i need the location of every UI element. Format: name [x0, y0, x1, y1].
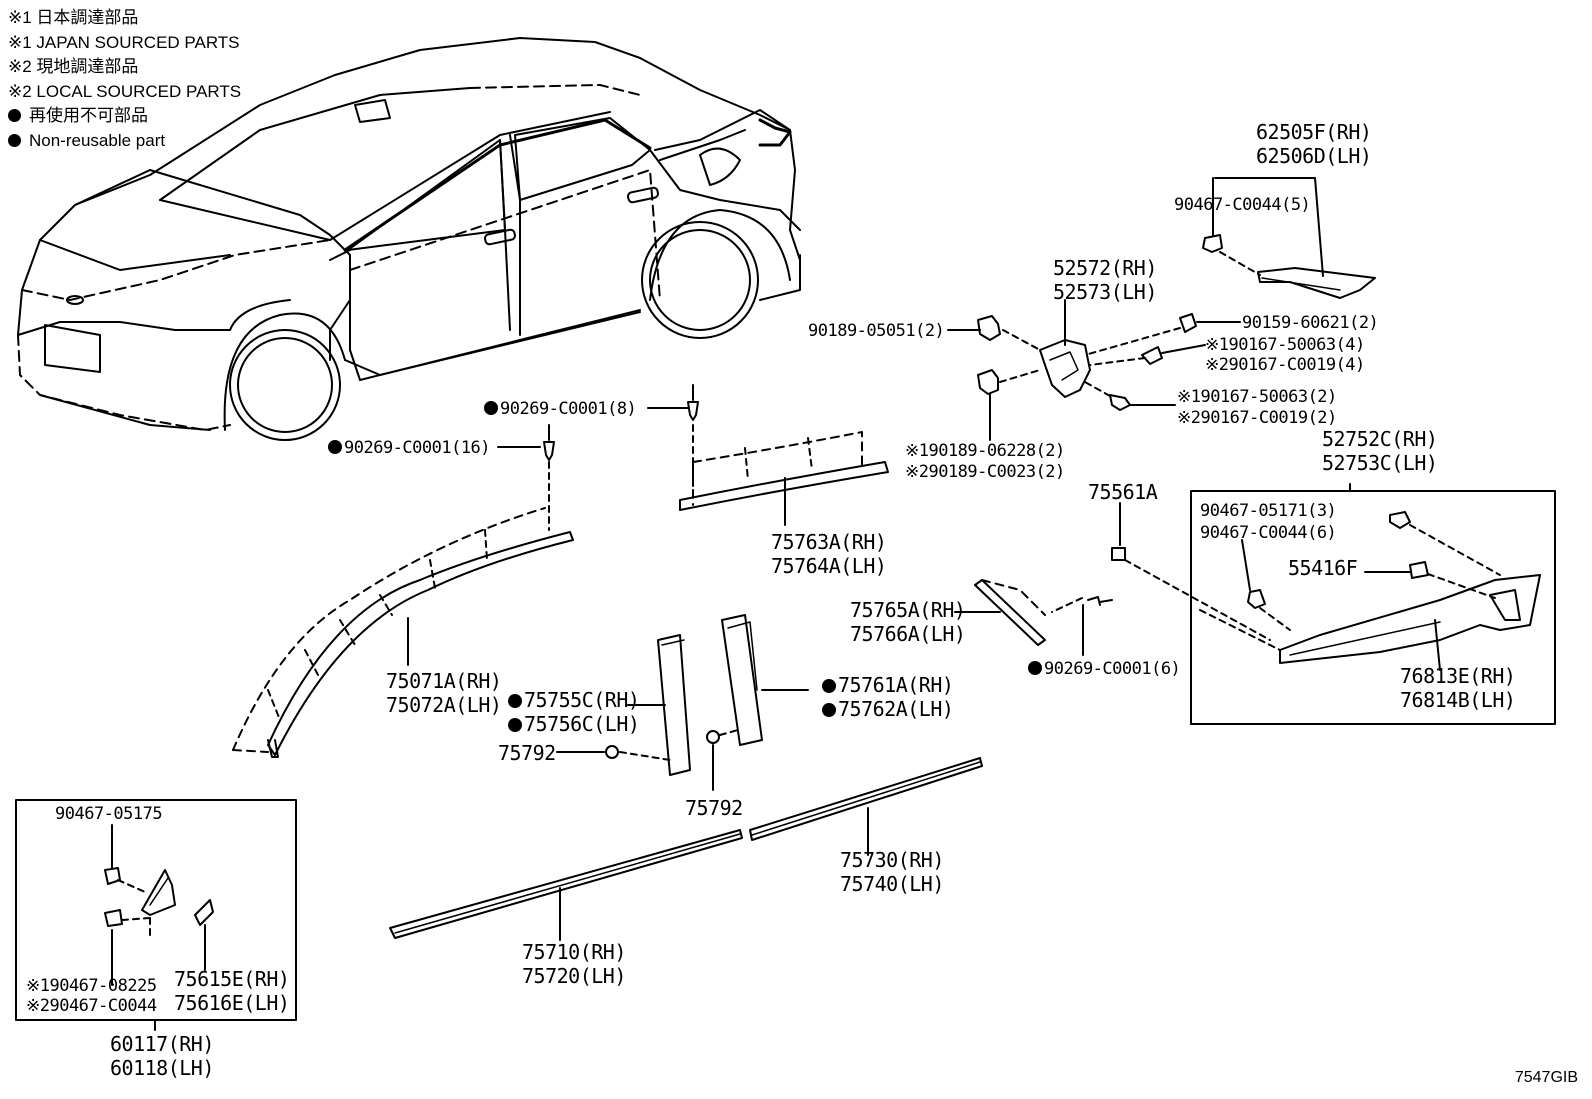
label-90467-C0044-b: ※290467-C0044 — [26, 996, 157, 1016]
part-75755C — [556, 614, 809, 791]
label-75764A: 75764A(LH) — [771, 554, 887, 578]
legend-japan-jp: ※1 日本調達部品 — [8, 8, 139, 27]
part-52572 — [947, 299, 1241, 441]
nonreusable-icon — [508, 718, 522, 732]
label-90167-50063-2: ※190167-50063(2) — [1177, 387, 1337, 407]
label-52572: 52572(RH) — [1053, 256, 1157, 280]
label-75763A: 75763A(RH) — [771, 530, 887, 554]
label-75720: 75720(LH) — [522, 964, 626, 988]
part-62505F — [1202, 177, 1376, 299]
label-75756C: 75756C(LH) — [508, 712, 640, 736]
label-90467-08225: ※190467-08225 — [26, 976, 157, 996]
label-90167-C0019-4: ※290167-C0019(4) — [1205, 355, 1365, 375]
label-52573: 52573(LH) — [1053, 280, 1157, 304]
label-60118: 60118(LH) — [110, 1056, 214, 1080]
label-75792-right: 75792 — [685, 796, 743, 820]
label-75616E: 75616E(LH) — [174, 991, 290, 1015]
label-90189-C0023: ※290189-C0023(2) — [905, 462, 1065, 482]
car-illustration — [17, 37, 801, 441]
label-90189-06228: ※190189-06228(2) — [905, 441, 1065, 461]
legend-nonreusable-jp: 再使用不可部品 — [8, 104, 241, 129]
nonreusable-icon — [822, 703, 836, 717]
part-75765A — [954, 579, 1113, 656]
legend-local-jp: ※2 現地調達部品 — [8, 57, 139, 77]
label-90467-C0044-6: 90467-C0044(6) — [1200, 523, 1337, 543]
label-90167-50063-4: ※190167-50063(4) — [1205, 335, 1365, 355]
legend-nonreusable-en: Non-reusable part — [8, 129, 241, 154]
legend: ※1 日本調達部品 ※1 JAPAN SOURCED PARTS ※2 現地調達… — [8, 6, 241, 154]
label-75761A: 75761A(RH) — [822, 673, 954, 697]
nonreusable-icon — [508, 694, 522, 708]
part-75710 — [389, 829, 743, 941]
label-75792-left: 75792 — [498, 741, 556, 765]
part-75730 — [749, 757, 983, 856]
label-75615E: 75615E(RH) — [174, 967, 290, 991]
label-76813E: 76813E(RH) — [1400, 664, 1516, 688]
label-90467-C0044-5: 90467-C0044(5) — [1174, 195, 1311, 215]
label-76814B: 76814B(LH) — [1400, 688, 1516, 712]
label-90269-C0001-6: 90269-C0001(6) — [1028, 658, 1181, 680]
label-52753C: 52753C(LH) — [1322, 451, 1438, 475]
label-75072A: 75072A(LH) — [386, 693, 502, 717]
label-75762A: 75762A(LH) — [822, 697, 954, 721]
label-62505F: 62505F(RH) — [1256, 120, 1372, 144]
part-60117-box — [15, 799, 297, 1031]
part-75763A — [647, 384, 889, 526]
label-52752C: 52752C(RH) — [1322, 427, 1438, 451]
nonreusable-icon — [822, 679, 836, 693]
nonreusable-icon — [484, 401, 498, 415]
legend-japan-en: ※1 JAPAN SOURCED PARTS — [8, 32, 240, 52]
label-75755C: 75755C(RH) — [508, 688, 640, 712]
nonreusable-icon — [1028, 661, 1042, 675]
label-75730: 75730(RH) — [840, 848, 944, 872]
label-55416F: 55416F — [1288, 556, 1358, 580]
label-75740: 75740(LH) — [840, 872, 944, 896]
label-90159-60621: 90159-60621(2) — [1242, 313, 1379, 333]
part-75561A — [1111, 502, 1271, 641]
legend-local-en: ※2 LOCAL SOURCED PARTS — [8, 81, 242, 101]
label-90269-C0001-16: 90269-C0001(16) — [328, 437, 491, 459]
nonreusable-icon — [328, 440, 342, 454]
part-76813E-box — [1190, 483, 1556, 725]
diagram-code: 7547GIB — [1514, 1069, 1578, 1086]
label-90467-05171: 90467-05171(3) — [1200, 501, 1337, 521]
label-75765A: 75765A(RH) — [850, 598, 966, 622]
bullet-icon — [8, 133, 21, 147]
label-90167-C0019-2: ※290167-C0019(2) — [1177, 408, 1337, 428]
label-90467-05175: 90467-05175 — [55, 804, 163, 824]
label-62506D: 62506D(LH) — [1256, 144, 1372, 168]
label-60117: 60117(RH) — [110, 1032, 214, 1056]
label-75561A: 75561A — [1088, 480, 1158, 504]
label-90269-C0001-8: 90269-C0001(8) — [484, 398, 637, 420]
part-75071A — [232, 424, 574, 758]
label-75710: 75710(RH) — [522, 940, 626, 964]
label-90189-05051: 90189-05051(2) — [808, 321, 945, 341]
label-75766A: 75766A(LH) — [850, 622, 966, 646]
label-75071A: 75071A(RH) — [386, 669, 502, 693]
bullet-icon — [8, 109, 21, 123]
